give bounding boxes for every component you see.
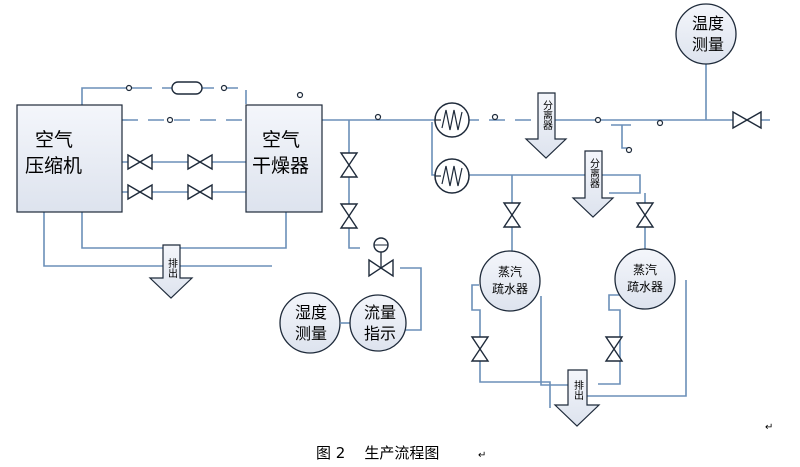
dryer-label-line1: 空气	[262, 129, 300, 151]
temp-label-line2: 测量	[692, 35, 724, 54]
pipe-network	[43, 64, 770, 408]
separator-arrow-2: 分离器	[571, 150, 615, 218]
control-valve-icon	[368, 237, 394, 278]
drain-arrow-bottom: 排出	[553, 369, 601, 427]
compressor-label-line2: 压缩机	[25, 155, 82, 177]
trap-left-label-line2: 疏水器	[492, 281, 528, 296]
dryer-label-line2: 干燥器	[252, 155, 309, 177]
valve-icon	[127, 183, 153, 201]
flow-label-line1: 流量	[364, 303, 396, 322]
heat-exchanger-icon	[434, 102, 470, 138]
drain-bottom-label: 排出	[572, 379, 584, 400]
steam-trap-left-circle: 蒸汽 疏水器	[479, 250, 541, 312]
valve-icon	[502, 202, 522, 228]
drain-left-label: 排出	[166, 257, 178, 278]
valve-icon	[470, 336, 490, 362]
drain-arrow-left: 排出	[148, 244, 194, 299]
pipe-nodes	[125, 84, 664, 154]
humidity-label-line2: 测量	[295, 324, 327, 343]
separator-2-label: 分离器	[588, 158, 600, 189]
air-compressor-box: 空气 压缩机	[16, 104, 123, 213]
temp-label-line1: 温度	[692, 14, 724, 33]
trap-left-label-line1: 蒸汽	[498, 264, 522, 279]
return-mark-corner: ↵	[765, 422, 773, 433]
flow-indicator-circle: 流量 指示	[349, 294, 407, 352]
valve-icon	[127, 153, 153, 171]
valve-icon	[339, 203, 359, 229]
valve-icon	[604, 336, 624, 362]
trap-right-label-line2: 疏水器	[627, 279, 663, 294]
valves	[127, 110, 762, 362]
air-dryer-box: 空气 干燥器	[245, 104, 323, 213]
humidity-measure-circle: 湿度 测量	[279, 292, 341, 354]
valve-icon	[732, 110, 762, 130]
valve-icon	[339, 152, 359, 178]
restrictor-element	[171, 81, 203, 95]
flow-label-line2: 指示	[364, 324, 396, 343]
heat-exchanger-icon	[434, 158, 470, 194]
separator-arrow-1: 分离器	[524, 92, 568, 159]
humidity-label-line1: 湿度	[295, 303, 327, 322]
compressor-label-line1: 空气	[35, 129, 73, 151]
steam-trap-right-circle: 蒸汽 疏水器	[614, 248, 676, 310]
separator-1-label: 分离器	[541, 100, 553, 131]
trap-right-label-line1: 蒸汽	[633, 262, 657, 277]
valve-icon	[187, 183, 213, 201]
valve-icon	[187, 153, 213, 171]
temperature-measure-circle: 温度 测量	[675, 3, 737, 65]
return-mark: ↵	[478, 450, 486, 461]
valve-icon	[635, 202, 655, 228]
figure-caption: 图 2 生产流程图	[316, 444, 439, 462]
